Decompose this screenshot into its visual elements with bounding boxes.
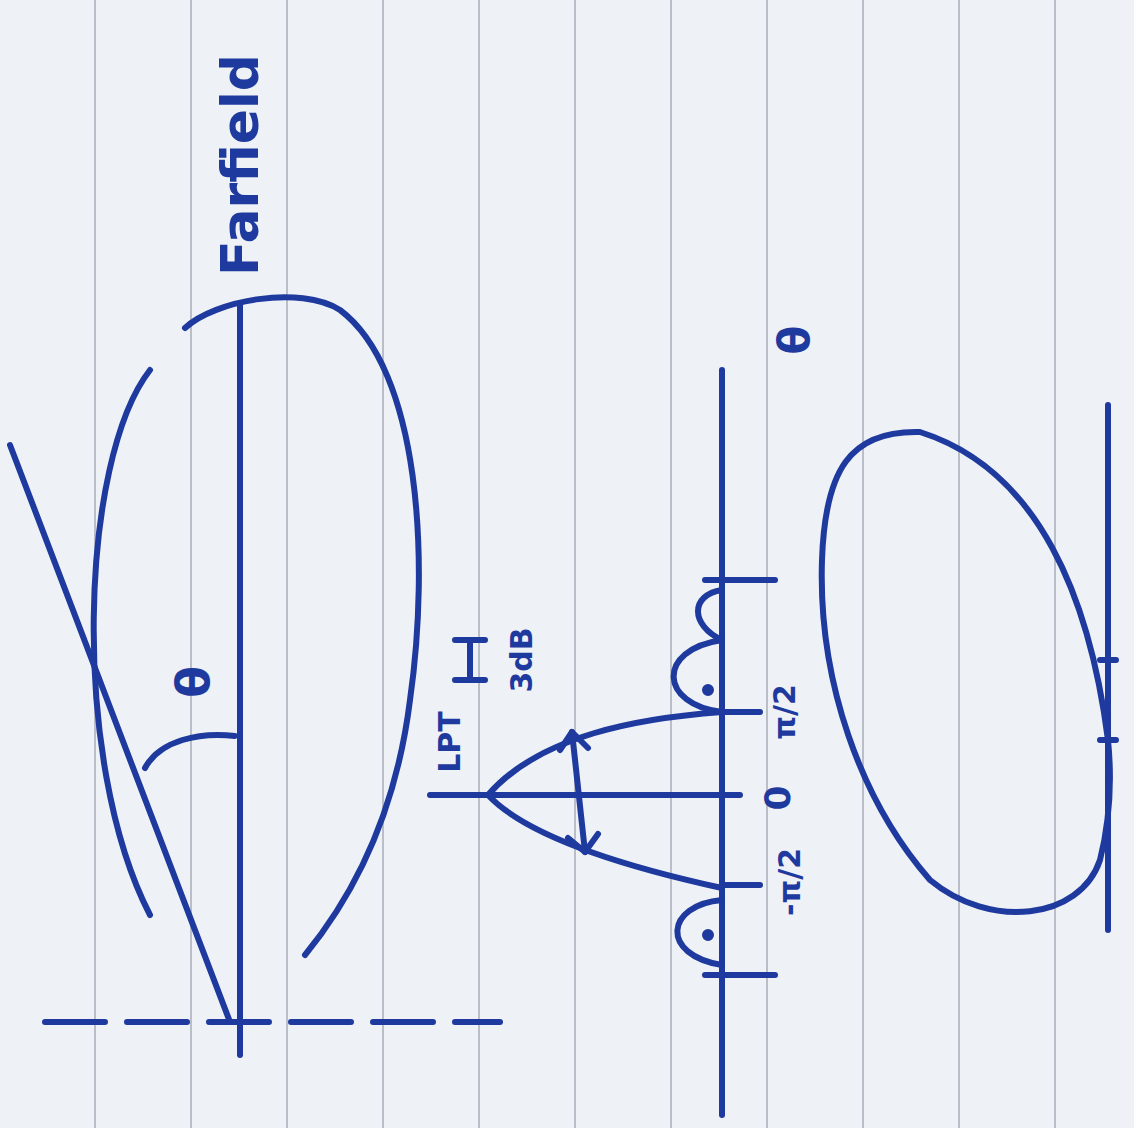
farfield-label: Farfield [214, 54, 266, 276]
arrowhead [560, 732, 588, 750]
lobe-outline [94, 370, 150, 915]
baseline [45, 1019, 500, 1025]
angle-arc [145, 735, 235, 768]
main-lobe [488, 712, 722, 888]
side-lobe [677, 900, 722, 965]
tick-label: 0 [760, 785, 796, 810]
lobe-outline [185, 297, 419, 955]
tick [460, 792, 500, 798]
side-lobe [698, 590, 722, 640]
side-lobe [674, 640, 722, 712]
tick-label: -π/2 [775, 848, 805, 916]
beamwidth-arrow [572, 732, 585, 852]
polar-axis [1105, 405, 1111, 930]
peak-label: LPT [435, 711, 465, 773]
arrowhead [568, 834, 598, 852]
level-marker [455, 640, 485, 680]
tick [705, 972, 775, 978]
zero-line [430, 792, 740, 798]
tick-label: π/2 [770, 684, 800, 740]
beamwidth-label: 3dB [507, 627, 537, 692]
tick [705, 577, 775, 583]
tick [722, 882, 760, 888]
angle-symbol: θ [170, 666, 216, 698]
angle-axis [719, 370, 725, 1115]
polar-lobe [822, 432, 1110, 912]
dot [705, 932, 711, 938]
axis-symbol: θ [774, 326, 816, 355]
boresight-axis [237, 305, 243, 1055]
dot [705, 687, 711, 693]
tick [722, 709, 760, 715]
angle-line [10, 445, 230, 1022]
